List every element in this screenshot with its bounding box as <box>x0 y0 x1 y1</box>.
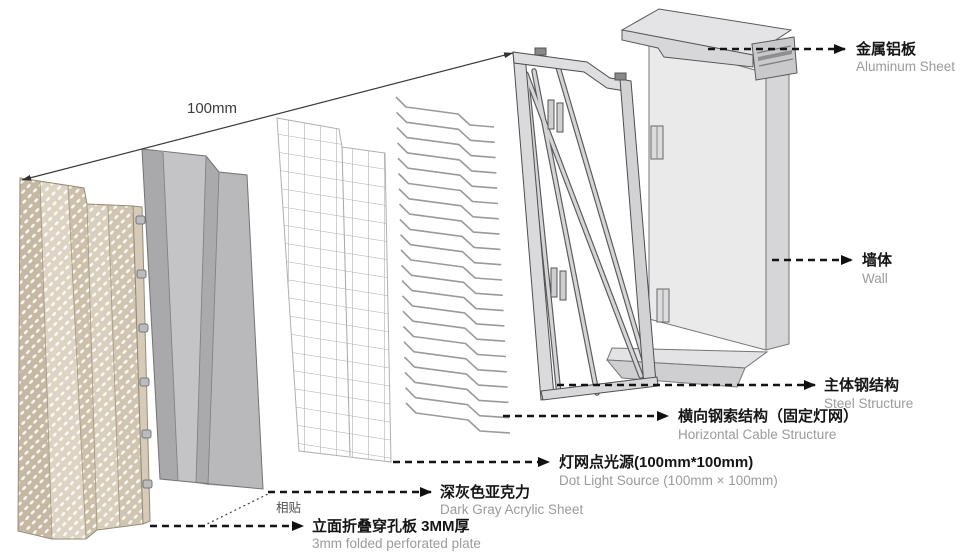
perforated-dots-overlay <box>18 178 143 539</box>
cable-wire <box>399 234 502 266</box>
cable-wire <box>400 264 503 297</box>
frame-diagonal-braces <box>523 64 651 398</box>
cable-wire <box>401 280 504 312</box>
leader-lines <box>150 44 853 531</box>
label-wall-cn: 墙体 <box>862 251 893 269</box>
cable-wire <box>399 218 501 251</box>
label-aluminum-cn: 金属铝板 <box>855 40 917 58</box>
dimension-100mm: 100mm <box>21 52 514 181</box>
aluminum-channel-line <box>758 58 794 67</box>
wall-bracket-upper <box>650 125 664 160</box>
cable-wire <box>403 341 507 373</box>
callout-labels: 金属铝板 Aluminum Sheet 墙体 Wall 主体钢结构 Steel … <box>312 40 955 551</box>
acrylic-facet <box>208 172 263 489</box>
label-perforated-cn: 立面折叠穿孔板 3MM厚 <box>312 517 470 535</box>
perforated-crease <box>107 204 121 528</box>
label-aluminum-en: Aluminum Sheet <box>856 59 955 74</box>
cable-wire <box>401 295 505 327</box>
label-cable-cn: 横向钢索结构（固定灯网） <box>678 407 858 425</box>
label-dot-light-cn: 灯网点光源(100mm*100mm) <box>559 453 753 471</box>
perforated-edge-strip <box>132 205 151 525</box>
wall-side-face <box>765 65 790 351</box>
attachment-dotted-line <box>202 491 273 527</box>
acrylic-crease <box>162 151 179 482</box>
wall-bracket-lower <box>656 288 670 323</box>
wall-base-sill-front <box>605 359 746 388</box>
cable-wire <box>398 203 500 235</box>
steel-frame <box>512 47 659 401</box>
frame-bracket-lower <box>550 267 567 301</box>
label-steel-en: Steel Structure <box>824 396 913 411</box>
aluminum-channel-slot <box>758 50 792 61</box>
dimension-label: 100mm <box>187 100 237 117</box>
cable-wire <box>402 325 507 358</box>
attachment-note: 相贴 <box>202 491 301 527</box>
acrylic-facet <box>196 156 219 485</box>
cable-wire <box>400 249 503 281</box>
acrylic-facet <box>163 152 206 483</box>
perforated-crease <box>86 203 98 531</box>
perforated-plate <box>17 177 153 540</box>
label-acrylic-cn: 深灰色亚克力 <box>440 483 530 501</box>
acrylic-crease <box>195 155 207 484</box>
label-wall-en: Wall <box>862 271 888 286</box>
cable-wire <box>405 402 511 434</box>
perforated-crease <box>67 184 87 540</box>
label-perforated-en: 3mm folded perforated plate <box>312 536 481 551</box>
horizontal-cable-array <box>395 96 511 434</box>
light-mesh <box>276 117 392 463</box>
cable-wire <box>402 310 506 342</box>
frame-bracket-upper <box>547 99 564 133</box>
mesh-panel <box>276 117 392 463</box>
cable-wire <box>398 188 499 220</box>
label-dot-light-en: Dot Light Source (100mm × 100mm) <box>559 473 778 488</box>
frame-connector-block <box>614 72 627 81</box>
label-steel-cn: 主体钢结构 <box>824 376 899 394</box>
frame-connector-block <box>534 47 547 56</box>
label-acrylic-en: Dark Gray Acrylic Sheet <box>440 502 584 517</box>
dimension-line <box>21 52 514 181</box>
cable-wire <box>404 387 510 419</box>
label-cable-en: Horizontal Cable Structure <box>678 427 836 442</box>
acrylic-crease <box>207 171 220 486</box>
mesh-fold-line <box>341 146 351 457</box>
acrylic-facet <box>142 149 178 481</box>
cable-wire <box>404 371 509 404</box>
attachment-label: 相贴 <box>276 501 301 515</box>
acrylic-sheet <box>141 148 264 490</box>
edge-fasteners <box>135 215 153 489</box>
cable-wire <box>403 356 508 388</box>
wall-assembly <box>605 40 790 388</box>
perforated-crease <box>39 180 53 540</box>
